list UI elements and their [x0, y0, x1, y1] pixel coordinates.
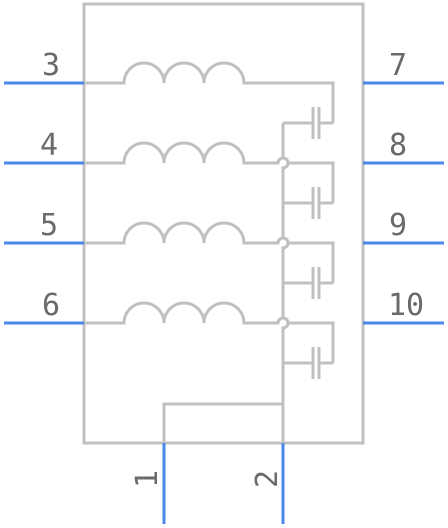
capacitor-2 [283, 187, 333, 219]
inductor-coil-4 [84, 301, 335, 363]
common-bus [281, 123, 290, 443]
pin-8-label: 8 [389, 128, 407, 163]
inductor-row-4 [84, 301, 335, 363]
inductor-row-2 [84, 141, 335, 203]
pin-2-label: 2 [250, 470, 285, 488]
pin-3-label: 3 [42, 48, 60, 83]
pin-10-label: 10 [388, 288, 424, 323]
pin-1-label: 1 [130, 470, 165, 488]
inductor-coil-3 [84, 221, 335, 283]
pin-4-label: 4 [40, 128, 58, 163]
capacitor-4 [283, 347, 333, 379]
inductor-coil-2 [84, 141, 335, 203]
component-body [82, 2, 365, 445]
pin-7-label: 7 [389, 48, 407, 83]
pin-6-label: 6 [42, 288, 60, 323]
pin1-internal-wire [162, 402, 283, 443]
capacitor-1 [283, 107, 333, 139]
pin-9-label: 9 [389, 208, 407, 243]
capacitor-3 [283, 267, 333, 299]
inductor-coil-1 [84, 61, 335, 123]
inductor-row-1 [84, 61, 335, 123]
pin-5-label: 5 [40, 208, 58, 243]
inductor-row-3 [84, 221, 335, 283]
